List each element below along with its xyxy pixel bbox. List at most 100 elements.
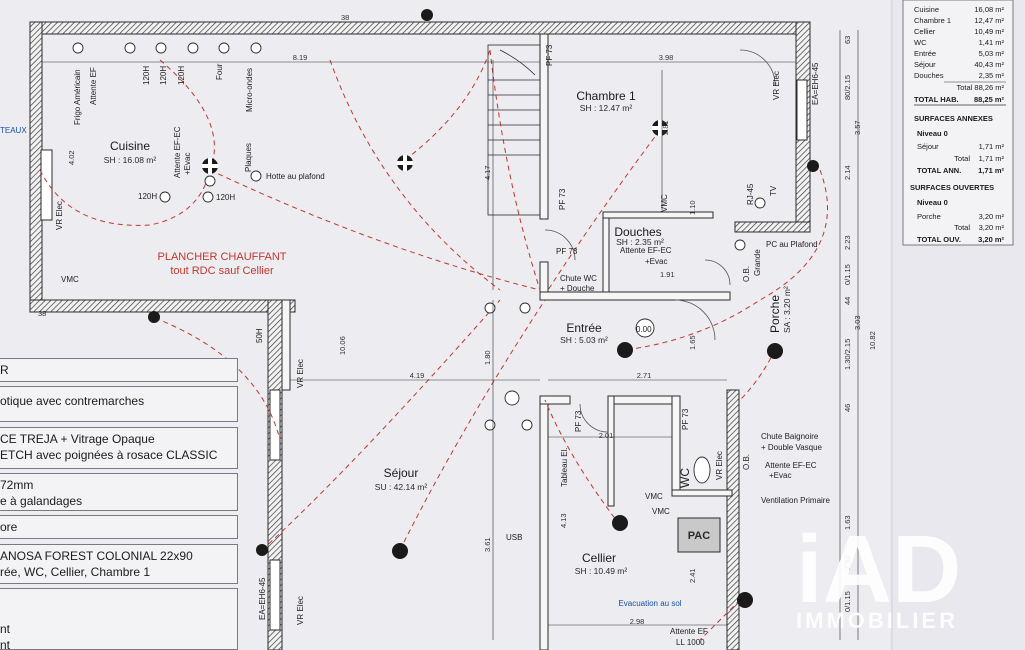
dim-1: 38 [38,309,46,318]
room-area-douches: SH : 2.35 m² [616,237,664,247]
legend-box-3: CE TREJA + Vitrage Opaque ETCH avec poig… [0,427,238,469]
legend-3-line-2: ETCH avec poignées à rosace CLASSIC [0,448,218,462]
dimension-lines [42,30,859,640]
dim-29: 1.63 [843,515,852,530]
room-area-cellier: SH : 10.49 m² [575,566,628,576]
note-evacuation: Evacuation au sol [618,599,681,608]
legend-box-4: 72mm e à galandages [0,473,238,511]
label-douche: + Douche [560,284,595,293]
label-pf73-4: PF 73 [574,410,583,432]
label-50h: 50H [255,328,264,343]
label-ventilation: Ventilation Primaire [761,496,830,505]
dim-17: 10.82 [868,331,877,350]
dim-30: 2.54 [843,555,852,570]
dim-22: 2.71 [637,371,652,380]
surface-label-6: Douches [914,71,944,80]
dim-24: 1.65 [688,335,697,350]
room-area-chambre1: SH : 12.47 m² [580,103,633,113]
surface-total-ouv: TOTAL OUV. [917,235,961,244]
label-120h-d: 120H [138,192,157,201]
label-pf73-2: PF 73 [558,188,567,210]
label-pf73-1: PF 73 [545,44,554,66]
surface-annexes-total-value: 1,71 m² [979,154,1005,163]
wc-fixture [693,456,711,484]
dim-2: 8.19 [293,53,308,62]
surface-total-hab-value: 88,25 m² [974,95,1005,104]
surface-ouvertes-total-value: 3,20 m² [979,223,1005,232]
surface-total-ann-value: 1,71 m² [978,166,1004,175]
door-swings [544,49,776,433]
room-area-entree: SH : 5.03 m² [560,335,608,345]
dim-12: 2.23 [843,235,852,250]
label-vmc-2: VMC [660,194,669,212]
outlets [72,42,766,431]
label-ob-1: O.B. [742,266,751,282]
label-evac-3: +Evac [769,471,791,480]
label-chute-baignoire: Chute Baignoire [761,432,819,441]
room-name-porche: Porche [768,295,782,333]
surface-value-0: 16,08 m² [974,5,1004,14]
label-rj45-1: RJ-45 [746,183,755,205]
dim-15: 3.03 [853,315,862,330]
surface-ouvertes-total: Total [954,223,970,232]
surface-label-2: Cellier [914,27,936,36]
dim-25: 3.61 [483,537,492,552]
dim-6: 3.57 [853,120,862,135]
label-frigo: Frigo Américain [73,69,82,125]
dim-32: 4.02 [67,150,76,165]
dim-27: 2.41 [688,568,697,583]
dim-16: 1.30/2.15 [843,339,852,370]
label-hotte: Hotte au plafond [266,172,325,181]
dim-7: 2.14 [843,165,852,180]
room-name-wc: WC [678,468,692,488]
dim-21: 4.19 [410,371,425,380]
iad-logo: iAD IMMOBILIER [796,520,961,630]
dim-18: 46 [843,404,852,412]
surfaces-panel: Cuisine 16,08 m² Chambre 1 12,47 m² Cell… [902,0,1014,246]
dim-20: 10.06 [338,336,347,355]
label-attente-ef-2: Attente EF [670,627,708,636]
dim-28: 2.98 [630,617,645,626]
label-tableau: Tableau El. [560,447,569,487]
surface-total: Total 88,26 m² [956,83,1004,92]
label-ob-2: O.B. [742,454,751,470]
label-attente-efec-3: Attente EF-EC [765,461,817,470]
surface-value-2: 10,49 m² [974,27,1004,36]
label-vr-elec-4: VR Elec [296,596,305,625]
surface-annexes-label: Séjour [917,142,939,151]
legend-5-line-1: ore [0,520,18,534]
surface-total-hab: TOTAL HAB. [914,95,959,104]
staircase [487,44,541,216]
surface-value-4: 5,03 m² [979,49,1005,58]
surface-label-5: Séjour [914,60,936,69]
room-name-chambre1: Chambre 1 [576,89,636,103]
pac-label: PAC [688,530,710,542]
label-chute-wc: Chute WC [560,274,597,283]
legend-7-line-1: nt [0,622,11,636]
label-plaques: Plaques [244,143,253,172]
label-vr-elec-5: VR Elec [715,451,724,480]
legend-box-7: nt nt [0,588,238,650]
light-fixture-marks [202,120,668,174]
label-vmc-3: VMC [645,492,663,501]
legend-6-line-2: rée, WC, Cellier, Chambre 1 [0,565,151,579]
dim-11: 1.91 [660,270,675,279]
legend-box-1: R [0,358,238,382]
label-120h-e: 120H [216,193,235,202]
label-pf73-3: PF 73 [556,247,578,256]
surface-label-4: Entrée [914,49,936,58]
room-area-sejour: SU : 42.14 m² [375,482,428,492]
logo-subtext: IMMOBILIER [796,608,958,630]
surface-niveau-2: Niveau 0 [917,198,948,207]
room-name-sejour: Séjour [384,466,419,480]
dim-5: 80/2.15 [843,75,852,100]
legend-box-2: otique avec contremarches [0,386,238,422]
label-attente-ef: Attente EF [89,67,98,105]
label-vmc-4: VMC [652,507,670,516]
legend-4-line-2: e à galandages [0,494,83,508]
surface-value-3: 1,41 m² [979,38,1005,47]
dim-10: 1.10 [688,200,697,215]
label-evac-2: +Evac [645,257,667,266]
surface-annexes-value: 1,71 m² [979,142,1005,151]
